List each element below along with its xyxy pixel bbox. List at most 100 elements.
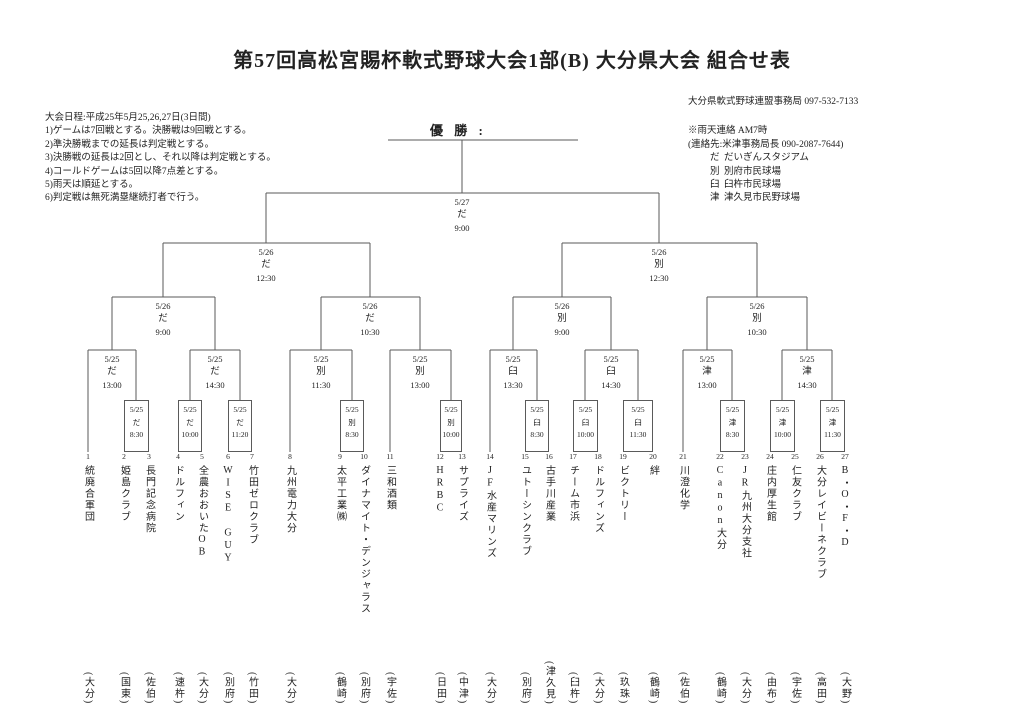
team-number: 13 bbox=[458, 452, 466, 461]
match-date: 5/26 bbox=[651, 247, 667, 257]
match-date: 5/27 bbox=[454, 197, 470, 207]
match-time: 9:00 bbox=[454, 223, 470, 233]
match-venue: 臼 bbox=[581, 417, 590, 427]
match-venue: だ bbox=[365, 314, 375, 324]
team-name: 絆 bbox=[647, 465, 659, 477]
team-location: (玖珠) bbox=[617, 672, 629, 705]
venue-row: 臼 臼杵市民球場 bbox=[710, 179, 858, 192]
match-time: 13:00 bbox=[410, 380, 430, 390]
round2-match-label: 5/25 だ 14:30 bbox=[193, 353, 237, 392]
team-text: サプライズ(中津) bbox=[450, 465, 474, 705]
team-location: (鶴崎) bbox=[714, 672, 726, 705]
match-time: 14:30 bbox=[205, 380, 225, 390]
match-time: 8:30 bbox=[530, 430, 544, 439]
team-name: WISE GUY bbox=[222, 465, 234, 565]
match-date: 5/25 bbox=[104, 354, 120, 364]
rain-notice: ※雨天連絡 AM7時 bbox=[688, 126, 768, 137]
match-date: 5/25 bbox=[345, 405, 359, 414]
team-text: 古手川産業 (津久見) bbox=[537, 465, 561, 705]
team-location: (鶴崎) bbox=[647, 672, 659, 705]
match-date: 5/25 bbox=[578, 405, 593, 414]
team-location: (佐伯) bbox=[143, 672, 155, 705]
team-number: 21 bbox=[679, 452, 687, 461]
match-venue: 別 bbox=[415, 367, 425, 377]
venue-row: だ だいぎんスタジアム bbox=[710, 152, 858, 165]
match-venue: 臼 bbox=[533, 417, 541, 427]
team-location: (津久見) bbox=[543, 660, 555, 705]
venue-name: 別府市民球場 bbox=[724, 166, 782, 177]
match-time: 10:00 bbox=[576, 430, 595, 439]
match-date: 5/26 bbox=[362, 301, 378, 311]
team-name: 九州電力大分 bbox=[284, 465, 296, 534]
team-name: 竹田ゼロクラブ bbox=[246, 465, 258, 546]
venue-name: 津久見市民野球場 bbox=[724, 193, 801, 204]
match-date: 5/26 bbox=[155, 301, 171, 311]
team-text: 統廃合軍団(大分) bbox=[76, 465, 100, 705]
team-text: 長門記念病院(佐伯) bbox=[137, 465, 161, 705]
rule-line: 5)雨天は順延とする。 bbox=[45, 180, 139, 191]
team-number: 22 bbox=[716, 452, 724, 461]
team-name: 古手川産業 bbox=[543, 465, 555, 523]
match-time: 9:00 bbox=[554, 327, 570, 337]
team-text: 川澄化学(佐伯) bbox=[671, 465, 695, 705]
team-text: ユトーシンクラブ(別府) bbox=[513, 465, 537, 705]
team-number: 19 bbox=[619, 452, 627, 461]
team-text: ダイナマイト・デンジャラス(別府) bbox=[352, 465, 376, 705]
final-match-label: 5/27 だ 9:00 bbox=[440, 196, 484, 235]
team-text: 全農おおいたOB(大分) bbox=[190, 465, 214, 705]
match-date: 5/25 bbox=[207, 354, 223, 364]
team-number: 14 bbox=[486, 452, 494, 461]
team-text: B・O・F・D(大野) bbox=[833, 465, 857, 705]
match-venue: だ bbox=[261, 260, 271, 270]
match-venue: だ bbox=[210, 367, 220, 377]
match-time: 8:30 bbox=[725, 430, 740, 439]
team-name: チーム市浜 bbox=[567, 465, 579, 523]
match-time: 13:00 bbox=[102, 380, 122, 390]
team-number: 11 bbox=[386, 452, 394, 461]
team-location: (臼杵) bbox=[567, 672, 579, 705]
round1-box: 5/25 臼 10:00 bbox=[573, 400, 598, 452]
team-text: JR九州大分支社(大分) bbox=[733, 465, 757, 705]
match-time: 9:00 bbox=[155, 327, 171, 337]
team-text: ドルフィン(速杵) bbox=[166, 465, 190, 705]
venue-code: 津 bbox=[710, 193, 720, 204]
team-name: 全農おおいたOB bbox=[196, 465, 208, 559]
match-time: 12:30 bbox=[649, 273, 669, 283]
team-name: 大分レイビーネクラブ bbox=[814, 465, 826, 580]
team-name: ダイナマイト・デンジャラス bbox=[358, 465, 370, 615]
team-location: (大分) bbox=[484, 672, 496, 705]
team-name: 庄内厚生館 bbox=[764, 465, 776, 523]
team-text: 九州電力大分(大分) bbox=[278, 465, 302, 705]
team-text: 絆 (鶴崎) bbox=[641, 465, 665, 705]
match-date: 5/25 bbox=[444, 405, 458, 414]
team-location: (速杵) bbox=[172, 672, 184, 705]
team-name: ドルフィンズ bbox=[592, 465, 604, 534]
venue-row: 津 津久見市民野球場 bbox=[710, 192, 858, 205]
venue-code: 別 bbox=[710, 166, 720, 177]
team-column: 13 サプライズ(中津) bbox=[450, 452, 474, 705]
team-location: (中津) bbox=[456, 672, 468, 705]
match-venue: だ bbox=[457, 210, 467, 220]
team-location: (竹田) bbox=[246, 672, 258, 705]
team-number: 7 bbox=[250, 452, 254, 461]
